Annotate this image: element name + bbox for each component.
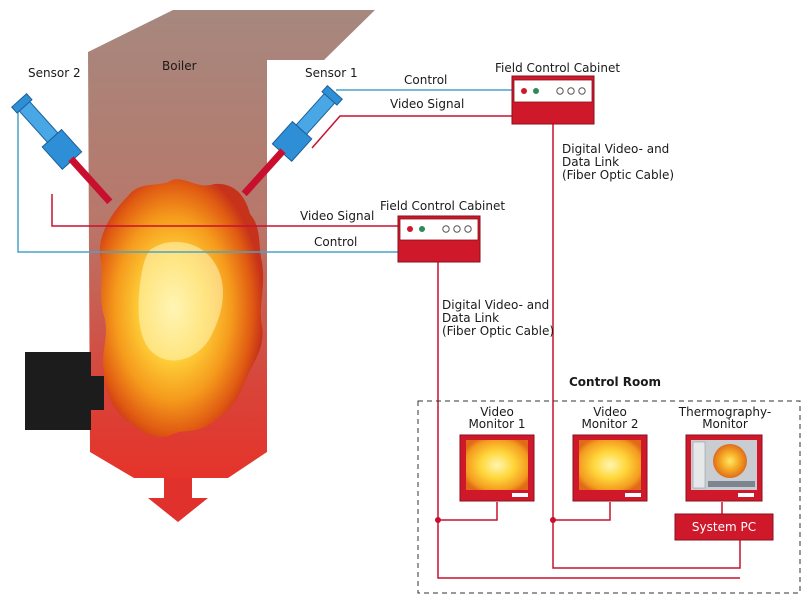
label-control-top: Control	[404, 73, 447, 87]
fiber-link-mid	[437, 262, 740, 579]
label-control-room: Control Room	[569, 375, 661, 389]
video-monitor-1	[459, 434, 535, 502]
label-monitor-2-a: Video	[593, 405, 627, 419]
cable-video-mid	[51, 194, 398, 227]
label-system-pc: System PC	[692, 520, 756, 534]
boiler	[88, 10, 375, 522]
label-video-top: Video Signal	[390, 97, 464, 111]
label-thermo-a: Thermography-	[678, 405, 771, 419]
cable-video-top	[311, 115, 512, 149]
control-room-boundary	[417, 400, 801, 594]
label-boiler: Boiler	[162, 59, 197, 73]
label-sensor-1: Sensor 1	[305, 66, 358, 80]
label-control-mid: Control	[314, 235, 357, 249]
junction-dot	[550, 517, 556, 523]
label-link-top-1: Digital Video- and	[562, 142, 669, 156]
label-link-top-3: (Fiber Optic Cable)	[562, 168, 674, 182]
monitor-screen	[579, 440, 641, 490]
video-monitor-2	[572, 434, 648, 502]
label-link-mid-3: (Fiber Optic Cable)	[442, 324, 554, 338]
label-sensor-2: Sensor 2	[28, 66, 81, 80]
cable-control-mid	[17, 104, 398, 253]
field-control-cabinet-top	[511, 75, 595, 125]
label-link-top-2: Data Link	[562, 155, 619, 169]
junction-dot	[435, 517, 441, 523]
cables	[17, 89, 741, 579]
label-monitor-1-a: Video	[480, 405, 514, 419]
fiber-to-monitor-1	[438, 502, 498, 521]
flame-highlight	[138, 241, 223, 361]
label-link-mid-2: Data Link	[442, 311, 499, 325]
status-led-green	[533, 88, 539, 94]
sensor-1	[241, 85, 343, 197]
status-led-red	[407, 226, 413, 232]
label-thermo-b: Monitor	[702, 417, 748, 431]
fiber-to-monitor-2	[553, 502, 611, 521]
fiber-link-top	[552, 124, 741, 569]
label-monitor-1-b: Monitor 1	[468, 417, 525, 431]
label-cabinet-mid: Field Control Cabinet	[380, 199, 505, 213]
label-video-mid: Video Signal	[300, 209, 374, 223]
system-pc	[674, 513, 774, 541]
status-led-green	[419, 226, 425, 232]
monitor-screen	[466, 440, 528, 490]
sensor-2	[11, 93, 113, 205]
thermography-monitor	[685, 434, 763, 502]
field-control-cabinet-mid	[397, 215, 481, 263]
furnace-block	[25, 352, 104, 430]
label-cabinet-top: Field Control Cabinet	[495, 61, 620, 75]
boiler-exit-arrow	[148, 478, 208, 522]
label-monitor-2-b: Monitor 2	[581, 417, 638, 431]
label-link-mid-1: Digital Video- and	[442, 298, 549, 312]
status-led-red	[521, 88, 527, 94]
